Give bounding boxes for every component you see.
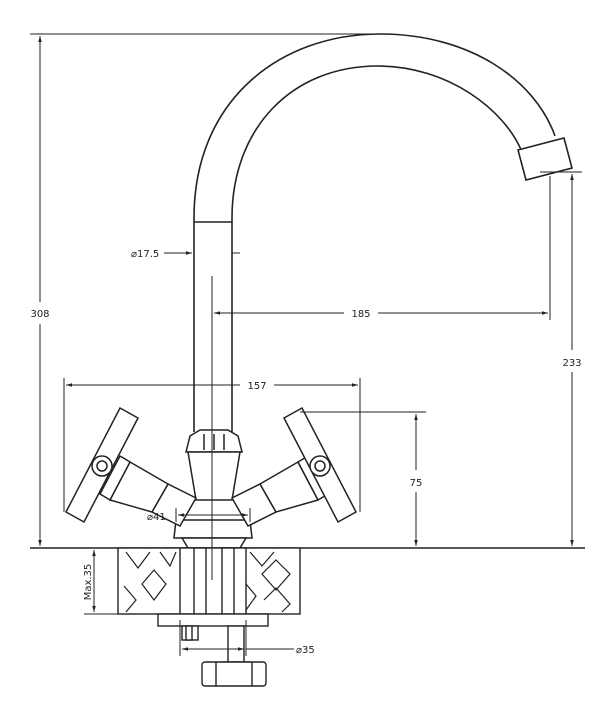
counter-thickness-dimension <box>84 550 118 615</box>
overall-height-label: 308 <box>30 309 49 320</box>
handle-span-dimension <box>63 378 361 512</box>
mounting-diameter-dimension <box>179 620 294 656</box>
mounting-hardware <box>157 547 269 687</box>
handle-height-label: 75 <box>410 478 423 489</box>
mounting-diameter-label: ⌀35 <box>296 645 315 656</box>
spout-reach-dimension <box>214 176 551 320</box>
counter-thickness-label: Max.35 <box>83 564 94 601</box>
overall-height-dimension <box>30 33 380 546</box>
base-diameter-dimension <box>175 508 251 522</box>
spout-reach-label: 185 <box>351 309 370 320</box>
base-diameter-label: ⌀41 <box>147 512 166 523</box>
outlet-height-dimension <box>540 171 582 546</box>
faucet-body <box>173 429 253 549</box>
handle-height-dimension <box>300 411 426 546</box>
left-valve-handle <box>64 406 198 527</box>
outlet-height-label: 233 <box>562 358 581 369</box>
right-valve-handle <box>230 406 358 527</box>
spout-diameter-label: ⌀17.5 <box>131 249 159 260</box>
spout <box>193 33 573 432</box>
handle-span-label: 157 <box>247 381 266 392</box>
